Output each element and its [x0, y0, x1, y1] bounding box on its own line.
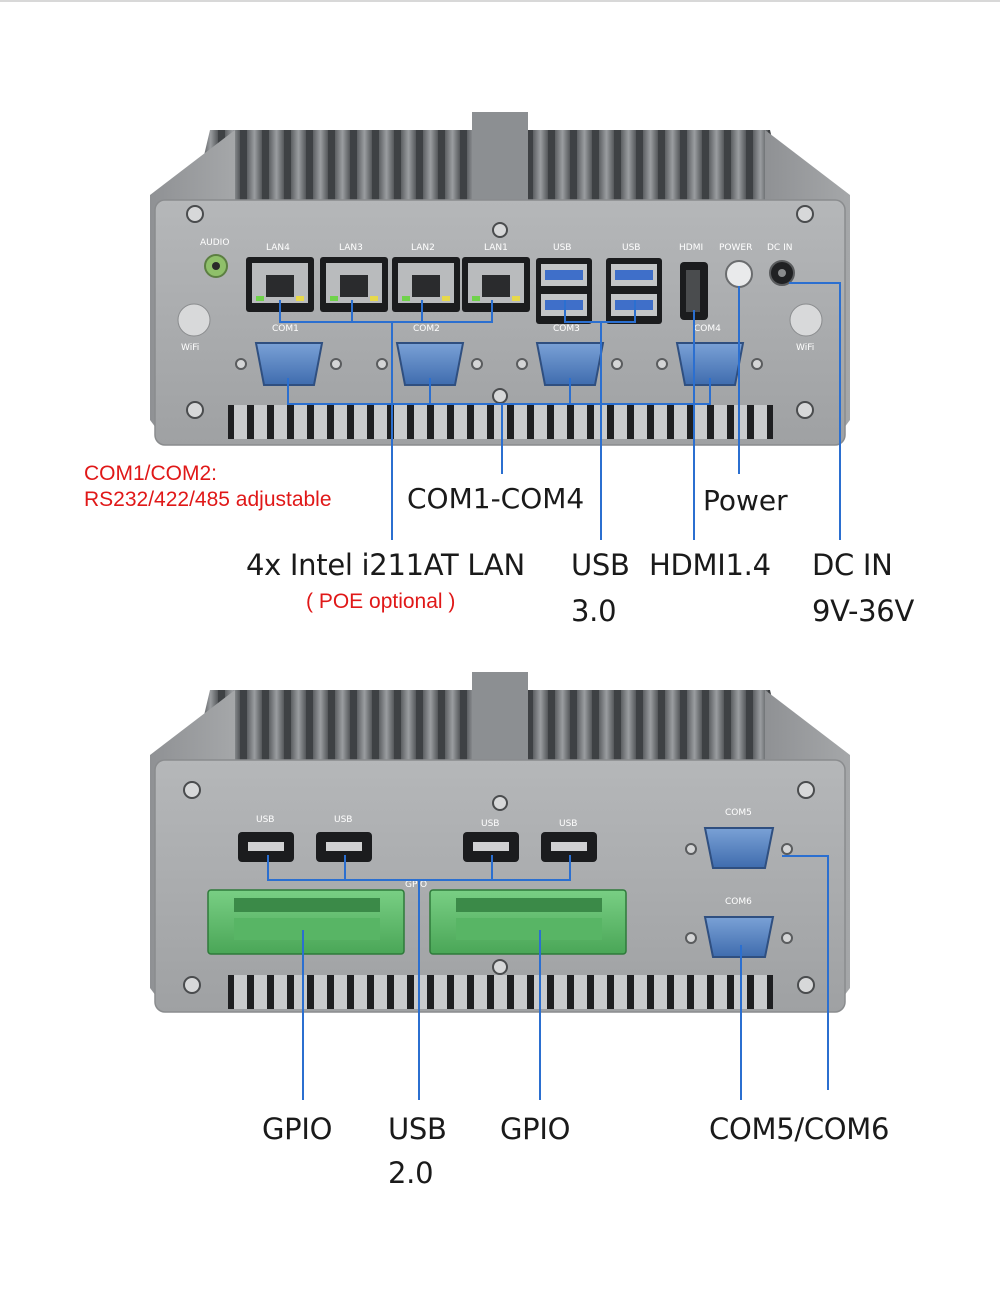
bottom-device: USB USB USB USB GPIO COM5 COM6 — [150, 672, 850, 1013]
top-wifi-antenna-left — [177, 303, 211, 337]
bottom-screws — [183, 781, 815, 994]
label-com2: COM2 — [413, 324, 440, 334]
com2-port — [376, 342, 483, 386]
top-vent-slots — [228, 405, 773, 439]
top-wifi-antenna-right — [789, 303, 823, 337]
hdmi-label: HDMI1.4 — [649, 548, 771, 582]
com-bracket-line — [287, 378, 711, 405]
com1-port — [235, 342, 342, 386]
usb3-label-line1: USB — [571, 548, 630, 582]
bottom-vent-slots — [228, 975, 773, 1009]
label-usb-2: USB — [334, 815, 352, 825]
bottom-silkscreen: USB USB USB USB GPIO COM5 COM6 — [256, 808, 752, 907]
com1-com4-label: COM1-COM4 — [407, 482, 585, 515]
label-gpio: GPIO — [405, 880, 427, 890]
lan-bracket-line — [279, 300, 493, 323]
gpio-right-label: GPIO — [500, 1112, 571, 1146]
label-com6: COM6 — [725, 897, 752, 907]
label-com4: COM4 — [694, 324, 721, 334]
lan-ports — [246, 257, 530, 312]
com6-port — [685, 916, 793, 958]
label-lan3: LAN3 — [339, 243, 363, 253]
usb2-ports — [238, 832, 597, 862]
top-device: AUDIO WiFi WiFi LAN4 LAN3 LAN2 LAN1 USB … — [150, 112, 850, 446]
bottom-callout-lines — [267, 855, 829, 1100]
com-note-line2: RS232/422/485 adjustable — [84, 488, 332, 511]
label-com3: COM3 — [553, 324, 580, 334]
com5-port — [685, 827, 793, 869]
lan-label: 4x Intel i211AT LAN — [246, 548, 525, 582]
label-wifi-left: WiFi — [181, 343, 199, 353]
power-button — [725, 260, 753, 288]
lan-port-3 — [320, 257, 388, 312]
label-usb-3: USB — [481, 819, 499, 829]
com3-port — [516, 342, 623, 386]
label-lan2: LAN2 — [411, 243, 435, 253]
label-dc-in: DC IN — [767, 243, 792, 253]
usb2-label-line2: 2.0 — [388, 1156, 434, 1190]
com-note-line1: COM1/COM2: — [84, 462, 218, 485]
dc-in-callout-line — [789, 282, 841, 540]
label-usb-4: USB — [559, 819, 577, 829]
top-screws — [186, 205, 814, 419]
usb3-label-line2: 3.0 — [571, 594, 617, 628]
bottom-heatsink-center-block — [472, 672, 528, 762]
com5-com6-label: COM5/COM6 — [709, 1112, 890, 1146]
lan-port-4 — [246, 257, 314, 312]
label-usb-a: USB — [553, 243, 571, 253]
usb2-label-line1: USB — [388, 1112, 447, 1146]
label-com1: COM1 — [272, 324, 299, 334]
label-hdmi: HDMI — [679, 243, 703, 253]
label-wifi-right: WiFi — [796, 343, 814, 353]
power-label: Power — [703, 484, 788, 517]
label-usb-1: USB — [256, 815, 274, 825]
label-lan1: LAN1 — [484, 243, 508, 253]
lan-port-1 — [462, 257, 530, 312]
gpio-left-label: GPIO — [262, 1112, 333, 1146]
dc-in-label-line2: 9V-36V — [812, 594, 914, 628]
label-audio: AUDIO — [200, 238, 229, 248]
label-lan4: LAN4 — [266, 243, 290, 253]
top-callout-lines — [279, 282, 841, 540]
gpio-terminal-left — [207, 889, 405, 955]
top-heatsink-center-block — [472, 112, 528, 202]
top-silkscreen: AUDIO WiFi WiFi LAN4 LAN3 LAN2 LAN1 USB … — [181, 238, 814, 353]
lan-port-2 — [392, 257, 460, 312]
label-com5: COM5 — [725, 808, 752, 818]
usb3-ports — [536, 258, 662, 324]
label-usb-b: USB — [622, 243, 640, 253]
label-power: POWER — [719, 243, 752, 253]
gpio-terminal-right — [429, 889, 627, 955]
com5-callout-line — [782, 855, 829, 1090]
dc-in-label-line1: DC IN — [812, 548, 893, 582]
top-db9-com-ports — [235, 342, 763, 386]
poe-optional-label: ( POE optional ) — [306, 590, 456, 613]
top-border-line — [0, 0, 1000, 2]
